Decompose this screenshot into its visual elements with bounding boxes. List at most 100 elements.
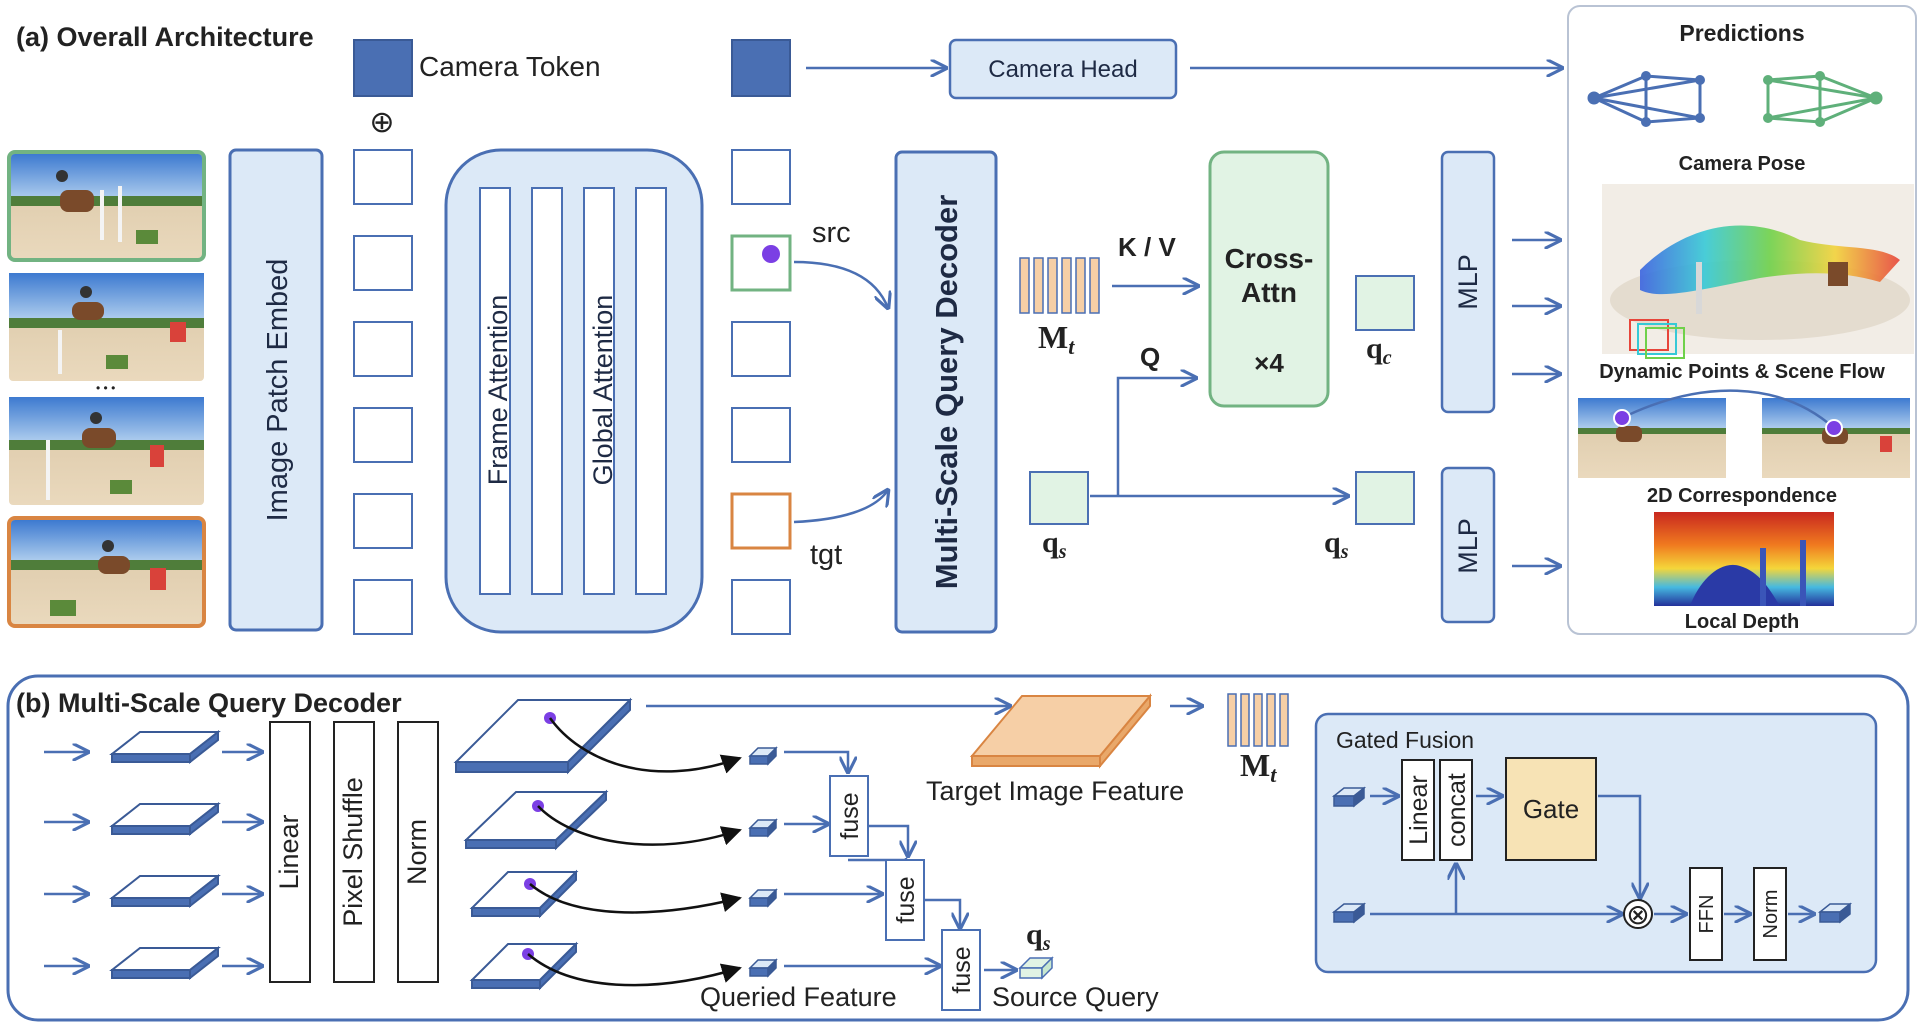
fuse-label-1: fuse — [836, 792, 864, 839]
fuse-box-2 — [885, 859, 925, 941]
gf-linear-box — [1401, 759, 1435, 861]
mlp-label-bottom: MLP — [1453, 518, 1483, 574]
q-label: Q — [1140, 342, 1160, 372]
query-decoder-box — [894, 150, 998, 634]
token-3 — [353, 321, 413, 377]
dynamic-points-label: Dynamic Points & Scene Flow — [1599, 361, 1885, 383]
tgt-label: tgt — [810, 539, 842, 571]
local-depth-label: Local Depth — [1685, 611, 1799, 633]
feature-map-1 — [453, 697, 633, 775]
token-column-input — [353, 149, 413, 635]
camera-token-label: Camera Token — [419, 51, 601, 82]
image-patch-embed-box — [228, 148, 324, 632]
oplus-symbol: ⊕ — [369, 106, 394, 139]
out-token-tgt — [730, 492, 792, 550]
token-4 — [353, 407, 413, 463]
token-5 — [353, 493, 413, 549]
scale-slab-4 — [109, 945, 221, 981]
mlp-box-top — [1440, 150, 1496, 414]
target-image-feature-slab — [969, 693, 1153, 769]
feature-maps — [453, 697, 633, 991]
camera-head-label: Camera Head — [988, 56, 1137, 83]
global-attention-bar-1 — [583, 187, 615, 595]
tgt-arrow — [793, 490, 888, 524]
queried-feature-cubes — [748, 746, 778, 978]
fuse-box-1 — [829, 775, 869, 857]
pixel-shuffle-label: Pixel Shuffle — [338, 777, 368, 927]
frame-attention-bar-1 — [479, 187, 511, 595]
gf-output-cube — [1817, 902, 1853, 924]
gf-ffn-label: FFN — [1696, 895, 1718, 934]
token-6 — [353, 579, 413, 635]
gf-concat-label: concat — [1443, 773, 1471, 847]
camera-frustum-green — [1763, 71, 1883, 127]
camera-pose-label: Camera Pose — [1679, 153, 1806, 175]
qs-source-token — [1029, 471, 1089, 525]
mlp-label-top: MLP — [1453, 254, 1483, 310]
qs-label-output: qs — [1324, 526, 1349, 563]
camera-token-out — [731, 39, 791, 97]
global-attention-bar-2 — [635, 187, 667, 595]
gf-gate-box — [1505, 757, 1597, 861]
section-b-title: (b) Multi-Scale Query Decoder — [16, 688, 402, 718]
fuse-label-2: fuse — [892, 876, 920, 923]
mt-label-b: Mt — [1240, 747, 1277, 787]
src-label: src — [812, 217, 851, 249]
gated-fusion-title: Gated Fusion — [1336, 727, 1474, 753]
scale-slab-1 — [109, 729, 221, 765]
queried-cube-4 — [748, 958, 778, 978]
image-patch-embed-label: Image Patch Embed — [262, 259, 294, 522]
out-token-4 — [731, 407, 791, 463]
linear-label: Linear — [274, 814, 304, 889]
qs-label-b: qs — [1026, 918, 1051, 955]
queried-cube-3 — [748, 888, 778, 908]
frames-ellipsis: • • • — [96, 381, 115, 395]
pixel-shuffle-column — [333, 721, 375, 983]
multi-scale-inputs — [44, 729, 262, 981]
source-query-label: Source Query — [992, 982, 1159, 1012]
input-frame-2 — [9, 273, 204, 381]
queried-feature-label: Queried Feature — [700, 982, 897, 1012]
qc-token — [1355, 275, 1415, 331]
gf-ffn-box — [1689, 867, 1723, 961]
gf-norm-box — [1753, 867, 1787, 961]
mt-label-a: Mt — [1038, 319, 1075, 359]
token-column-output — [730, 149, 792, 635]
mt-feature-stack-b — [1227, 693, 1289, 747]
gf-concat-box — [1439, 759, 1473, 861]
gf-linear-label: Linear — [1405, 775, 1433, 845]
local-depth-image — [1654, 512, 1834, 606]
cross-attn-repeat: ×4 — [1254, 348, 1284, 378]
linear-column — [269, 721, 311, 983]
gf-gate-label: Gate — [1523, 794, 1579, 824]
src-arrow — [793, 260, 888, 308]
out-token-src — [730, 234, 792, 292]
feature-map-2 — [463, 789, 609, 851]
queried-cube-1 — [748, 746, 778, 766]
cross-attn-label-1: Cross- — [1225, 243, 1314, 274]
gf-gate-out-arrow — [1598, 794, 1640, 898]
source-query-cube — [1018, 956, 1054, 980]
cross-attn-box — [1208, 150, 1330, 408]
global-attention-label: Global Attention — [588, 295, 618, 486]
queried-cube-2 — [748, 818, 778, 838]
camera-frustum-blue — [1587, 71, 1705, 127]
input-frame-1 — [7, 150, 206, 262]
feature-map-3 — [469, 869, 579, 919]
src-point-dot — [762, 245, 780, 263]
gf-multiply-symbol: ⊗ — [1626, 899, 1649, 930]
input-frame-4 — [7, 516, 206, 628]
gf-norm-label: Norm — [1760, 890, 1782, 939]
token-1 — [353, 149, 413, 205]
out-token-1 — [731, 149, 791, 205]
input-frame-3 — [9, 397, 204, 505]
frame-attention-label: Frame Attention — [483, 295, 513, 486]
gf-multiply-node — [1623, 899, 1653, 929]
token-2 — [353, 235, 413, 291]
correspondence-label: 2D Correspondence — [1647, 485, 1837, 507]
q-arrow — [1116, 378, 1196, 496]
target-image-feature-label: Target Image Feature — [926, 776, 1184, 806]
gf-input-cube-bottom — [1331, 902, 1367, 924]
predictions-title: Predictions — [1679, 20, 1804, 46]
